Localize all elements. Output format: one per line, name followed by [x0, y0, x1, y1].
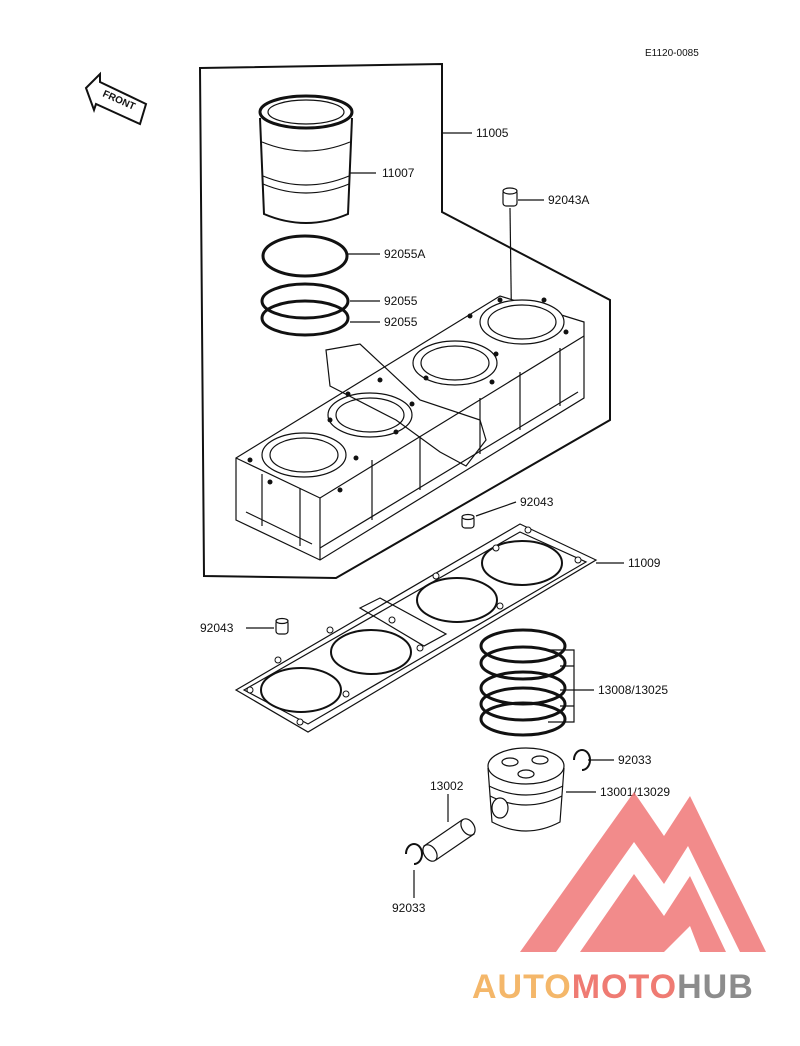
label-13002: 13002: [430, 779, 464, 793]
label-13008-13025: 13008/13025: [598, 683, 668, 697]
label-92043a: 92043A: [548, 193, 589, 207]
label-11007: 11007: [382, 166, 415, 180]
label-13001-13029: 13001/13029: [600, 785, 670, 799]
watermark-auto: AUTO: [472, 968, 572, 1006]
label-92043-top: 92043: [520, 495, 554, 509]
o-ring-92055-lower: [260, 299, 350, 337]
cylinder-assembly-outline: [198, 62, 611, 580]
dowel-pin-92043a: [502, 187, 518, 207]
watermark-text: AUTOMOTOHUB: [472, 968, 754, 1006]
piston-ring-set: [479, 628, 567, 737]
label-11009: 11009: [628, 556, 661, 570]
label-92043-left: 92043: [200, 621, 234, 635]
cylinder-block: [235, 295, 585, 561]
head-gasket: [234, 523, 598, 733]
piston: [487, 747, 565, 832]
front-arrow-icon: FRONT: [84, 71, 148, 126]
o-ring-92055-upper: [260, 282, 350, 320]
dowel-pin-92043-top: [461, 513, 475, 529]
diagram-code: E1120-0085: [645, 48, 699, 59]
label-92055a: 92055A: [384, 247, 425, 261]
watermark-logo: [520, 792, 766, 952]
dowel-pin-92043-left: [275, 617, 289, 635]
circlip-92033-right: [573, 749, 591, 771]
label-92033-left: 92033: [392, 901, 426, 915]
label-11005: 11005: [476, 126, 509, 140]
label-92033-right: 92033: [618, 753, 652, 767]
watermark-hub: HUB: [677, 968, 754, 1006]
o-ring-92055a: [261, 234, 349, 278]
label-92055-lower: 92055: [384, 315, 418, 329]
piston-pin: [422, 818, 476, 862]
label-92055-upper: 92055: [384, 294, 418, 308]
watermark-moto: MOTO: [572, 968, 677, 1006]
cylinder-liner: [258, 94, 354, 224]
circlip-92033-left: [405, 843, 423, 865]
